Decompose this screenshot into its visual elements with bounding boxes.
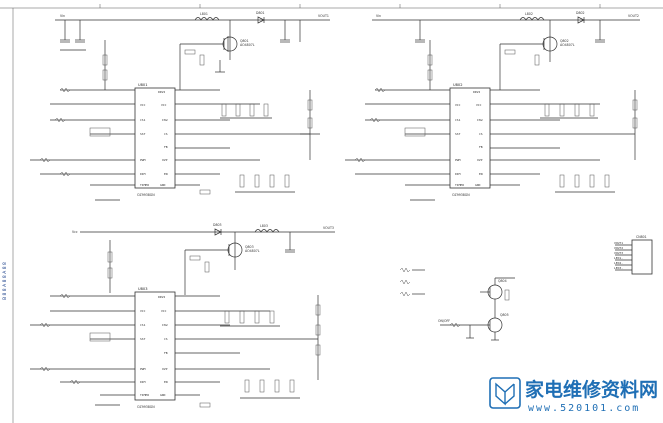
mosfet-part-3: AO4807L <box>245 249 260 253</box>
ic-pin-left-5: TIMER <box>140 183 149 187</box>
connector-pin-3: LED1- <box>614 256 623 260</box>
ic-ref-3: U803 <box>138 287 148 291</box>
ic3-pin-left-5: TIMER <box>140 393 149 397</box>
ic2-pin-right-2: ISW <box>477 118 483 122</box>
ic2-pin-left-4: DIM <box>455 172 461 176</box>
transistor-input: ON/OFF <box>438 319 450 323</box>
ic-pin-left-4: DIM <box>140 172 146 176</box>
ic-pin-right-0: DRV2 <box>158 90 165 94</box>
connector-pin-2: VOUT3 <box>614 251 623 255</box>
ic3-pin-left-1: CS1 <box>140 323 146 327</box>
frame-ticks <box>0 4 663 423</box>
connector-pin-0: VOUT1 <box>614 241 623 245</box>
transistor-q2: Q805 <box>500 313 509 317</box>
converter-block-bottom-left: Vcc VOUT3 L803 D803 Q803 AO4807L U803 VC… <box>30 223 335 409</box>
side-vertical-text: B 8 8 A 8 8 A 8 8 <box>2 262 8 300</box>
ic3-pin-left-2: SST <box>140 337 146 341</box>
ic-pin-left-3: PWM <box>140 158 146 162</box>
ic-body-3 <box>134 291 176 401</box>
connector-ref: CN801 <box>636 235 647 239</box>
net-label-vout1: VOUT1 <box>318 14 329 18</box>
ic-part-2: OZ9938GN <box>452 193 470 197</box>
ic2-pin-right-0: DRV2 <box>473 90 480 94</box>
ic-body <box>134 87 176 189</box>
mosfet-part-2: AO4807L <box>560 43 575 47</box>
ic-pin-right-7: GND <box>160 183 166 187</box>
diode-label: D801 <box>256 11 265 15</box>
ic3-pin-right-7: GND <box>160 393 166 397</box>
inductor-label-2: L802 <box>525 12 533 16</box>
connector-pin-5: LED3- <box>614 266 623 270</box>
ic3-pin-left-0: VCC <box>140 309 146 313</box>
ic-pin-left-0: VCC <box>140 103 146 107</box>
ic3-pin-left-3: PWM <box>140 367 146 371</box>
output-connector: CN801 VOUT1 VOUT2 VOUT3 LED1- LED2- LED3… <box>614 235 653 275</box>
net-label-vin: Vin <box>60 14 65 18</box>
watermark-url: www.520101.com <box>528 403 640 414</box>
transistor-switch-block: Q804 Q805 ON/OFF <box>399 267 515 341</box>
ic2-pin-left-2: SST <box>455 132 461 136</box>
ic3-pin-right-4: FB <box>164 351 168 355</box>
ic3-pin-right-2: ISW <box>162 323 168 327</box>
net-label-vcc: Vcc <box>72 230 78 234</box>
watermark-name: 家电维修资料网 <box>525 378 658 401</box>
inductor-label-3: L803 <box>260 224 268 228</box>
ic-pin-left-2: SST <box>140 132 146 136</box>
ic2-pin-right-3: CS <box>479 132 483 136</box>
ic3-pin-left-4: DIM <box>140 380 146 384</box>
transistor-q1: Q804 <box>498 279 507 283</box>
diode-label-3: D803 <box>213 223 222 227</box>
ic2-pin-right-1: VCC <box>476 103 482 107</box>
ic2-pin-right-5: OVP <box>477 158 483 162</box>
mosfet-label-2: Q802 <box>560 39 569 43</box>
connector-pin-1: VOUT2 <box>614 246 623 250</box>
ic2-pin-left-0: VCC <box>455 103 461 107</box>
converter-block-top-right: Vin VOUT2 L802 D802 Q802 AO4807L U802 VC… <box>345 11 640 201</box>
ic3-pin-right-1: VCC <box>161 309 167 313</box>
diode-label-2: D802 <box>576 11 585 15</box>
ic-pin-right-3: CS <box>164 132 168 136</box>
ic2-pin-right-7: GND <box>475 183 481 187</box>
connector-pin-4: LED2- <box>614 261 623 265</box>
ic-ref-2: U802 <box>453 83 463 87</box>
ic2-pin-right-6: EN <box>479 172 483 176</box>
ic2-pin-left-1: CS1 <box>455 118 461 122</box>
ic-pin-right-1: VCC <box>161 103 167 107</box>
ic-pin-right-6: EN <box>164 172 168 176</box>
ic3-pin-right-0: DRV2 <box>158 295 165 299</box>
ic-part: OZ9938GN <box>137 193 155 197</box>
watermark-logo <box>489 377 521 409</box>
ic2-pin-left-5: TIMER <box>455 183 464 187</box>
ic3-pin-right-6: EN <box>164 380 168 384</box>
ic-ref: U801 <box>138 83 148 87</box>
converter-block-top-left: Vin VOUT1 L801 D801 Q801 AO4807L U80 <box>30 11 330 201</box>
net-label-vout3: VOUT3 <box>323 226 334 230</box>
ic-part-3: OZ9938GN <box>137 405 155 409</box>
ic2-pin-left-3: PWM <box>455 158 461 162</box>
ic2-pin-right-4: FB <box>479 145 483 149</box>
mosfet-label: Q801 <box>240 39 249 43</box>
ic-pin-right-5: OVP <box>162 158 168 162</box>
ic-body-2 <box>449 87 491 189</box>
ic3-pin-right-3: CS <box>164 337 168 341</box>
ic3-pin-right-5: OVP <box>162 367 168 371</box>
inductor-label: L801 <box>200 12 208 16</box>
ic-pin-left-1: CS1 <box>140 118 146 122</box>
mosfet-label-3: Q803 <box>245 245 254 249</box>
ic-pin-right-2: ISW <box>162 118 168 122</box>
mosfet-part: AO4807L <box>240 43 255 47</box>
ic-pin-right-4: FB <box>164 145 168 149</box>
net-label-vin-2: Vin <box>376 14 381 18</box>
net-label-vout2: VOUT2 <box>628 14 639 18</box>
